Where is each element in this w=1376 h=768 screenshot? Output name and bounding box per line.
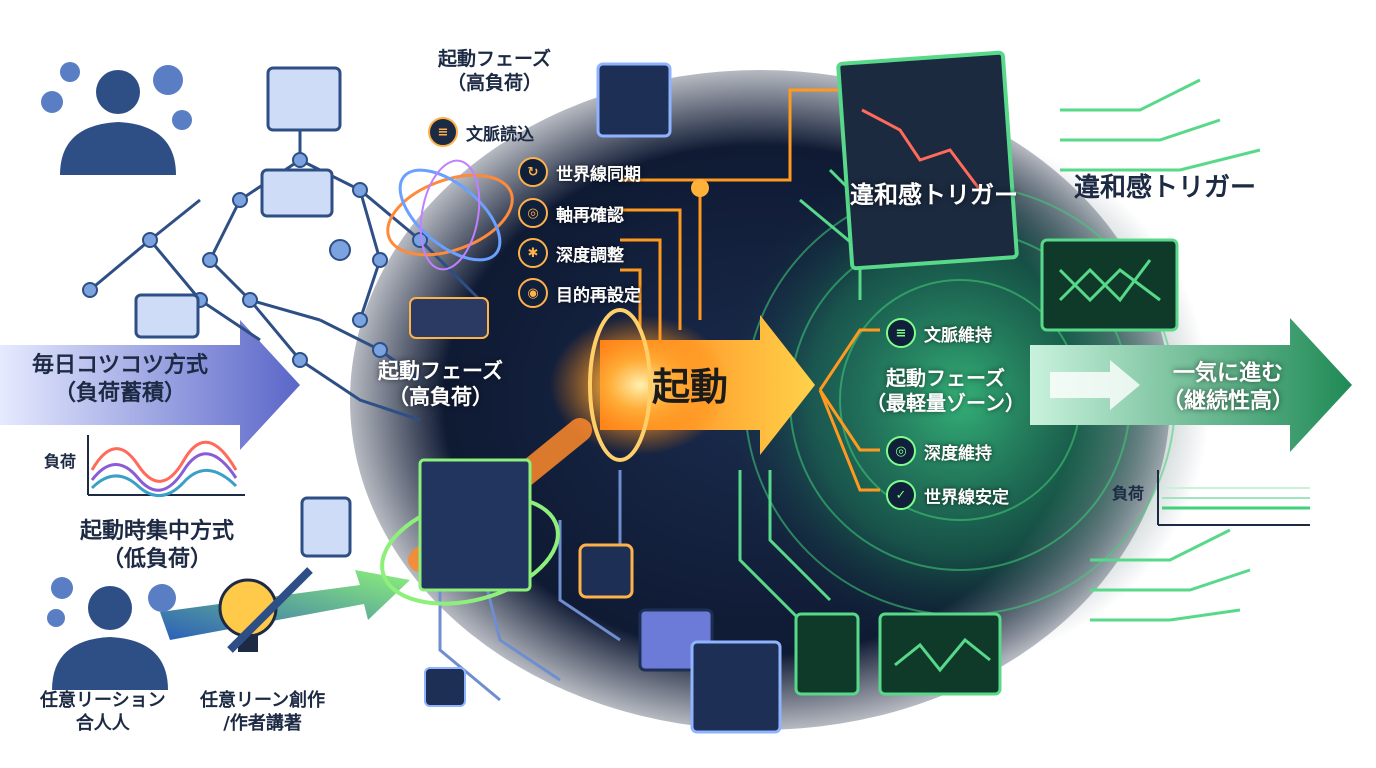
light-step-1-label: 文脈維持: [924, 325, 992, 346]
target-icon: ◎: [886, 436, 916, 466]
network-nodes: [82, 152, 428, 368]
low-method-title: 起動時集中方式: [80, 519, 235, 544]
light-step-3: ✓ 世界線安定: [886, 480, 1009, 510]
right-chart-axis-label: 負荷: [1112, 484, 1145, 503]
top-phase-label: 起動フェーズ （高負荷）: [438, 48, 551, 96]
document-icon: ≡: [886, 318, 916, 348]
load-step-3: ◎ 軸再確認: [518, 198, 624, 228]
light-step-2: ◎ 深度維持: [886, 436, 992, 466]
low-load-arrow: [160, 570, 410, 640]
persona-right-line1: 任意リーン創作: [200, 690, 326, 711]
persona-left-label: 任意リーション 合人人: [40, 690, 166, 735]
trigger-label-right: 違和感トリガー: [1074, 173, 1257, 203]
light-arrow: [1050, 360, 1140, 410]
light-step-3-label: 世界線安定: [924, 487, 1009, 508]
result-label: 一気に進む （継続性高）: [1162, 360, 1294, 415]
left-chart-axis-label: 負荷: [44, 452, 77, 471]
daily-method-label: 毎日コツコツ方式 （負荷蓄積）: [32, 352, 208, 407]
load-step-2-label: 世界線同期: [556, 164, 641, 185]
orange-traces: [620, 88, 880, 492]
mid-phase-label: 起動フェーズ （高負荷）: [378, 358, 503, 411]
result-sub: （継続性高）: [1162, 388, 1295, 414]
lightbulb-icon: [218, 567, 313, 653]
load-step-4-label: 深度調整: [556, 245, 624, 266]
orange-node: [691, 179, 709, 197]
light-phase-title: 起動フェーズ: [886, 366, 1005, 390]
trigger-label-left: 違和感トリガー: [850, 181, 1018, 209]
panels: [134, 50, 1179, 734]
document-icon: ≡: [428, 117, 458, 147]
light-phase-sub: （最軽量ゾーン）: [866, 391, 1025, 415]
daily-method-arrow: [0, 320, 300, 450]
gear-icons: [41, 62, 192, 627]
person-icons: [52, 70, 176, 690]
light-phase-label: 起動フェーズ （最軽量ゾーン）: [866, 366, 1025, 416]
goal-icon: ◉: [518, 278, 548, 308]
light-step-1: ≡ 文脈維持: [886, 318, 992, 348]
result-arrow: [1030, 318, 1352, 452]
low-method-sub: （低負荷）: [102, 546, 213, 572]
low-method-label: 起動時集中方式 （低負荷）: [80, 518, 234, 573]
persona-right-label: 任意リーン創作 /作者講著: [200, 690, 325, 735]
daily-method-title: 毎日コツコツ方式: [32, 353, 209, 378]
light-step-2-label: 深度維持: [924, 443, 992, 464]
right-load-chart: [1157, 470, 1310, 526]
left-load-chart: [87, 435, 245, 497]
sync-icon: ↻: [518, 157, 548, 187]
top-phase-title: 起動フェーズ: [438, 48, 552, 70]
persona-left-line1: 任意リーション: [40, 690, 166, 711]
load-step-1: ≡ 文脈読込: [428, 117, 534, 147]
daily-method-sub: （負荷蓄積）: [54, 380, 187, 406]
load-step-5-label: 目的再設定: [556, 285, 641, 306]
load-step-1-label: 文脈読込: [466, 124, 534, 145]
persona-right-line2: /作者講著: [223, 712, 302, 734]
top-phase-sub: （高負荷）: [447, 71, 543, 94]
load-step-3-label: 軸再確認: [556, 205, 624, 226]
result-title: 一気に進む: [1173, 361, 1284, 386]
green-traces: [738, 78, 1261, 622]
load-step-5: ◉ 目的再設定: [518, 278, 641, 308]
persona-left-line2: 合人人: [75, 712, 130, 734]
load-step-2: ↻ 世界線同期: [518, 157, 641, 187]
mid-phase-title: 起動フェーズ: [378, 359, 503, 383]
panel-graphs: [861, 108, 1161, 673]
check-icon: ✓: [886, 480, 916, 510]
load-step-4: ✱ 深度調整: [518, 238, 624, 268]
target-icon: ◎: [518, 198, 548, 228]
gear-icon: ✱: [518, 238, 548, 268]
mid-phase-sub: （高負荷）: [387, 385, 493, 410]
launch-label: 起動: [652, 365, 729, 409]
